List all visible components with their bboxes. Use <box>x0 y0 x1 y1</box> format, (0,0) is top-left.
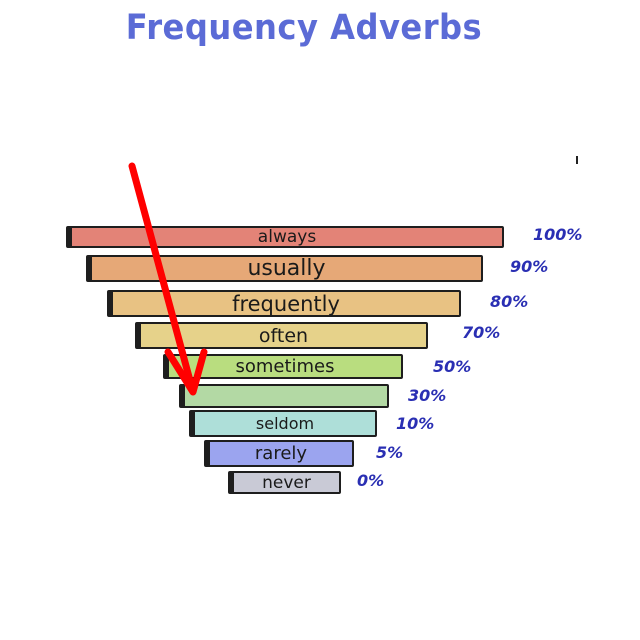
percent-sometimes: 50% <box>433 357 472 376</box>
bar-always: always <box>66 226 504 248</box>
bar-label-usually: usually <box>247 256 326 281</box>
arrow-shaft <box>128 162 196 392</box>
bar-often: often <box>135 322 428 349</box>
percent-blank-30: 30% <box>408 386 447 405</box>
percent-rarely: 5% <box>376 443 404 462</box>
bar-label-sometimes: sometimes <box>235 356 335 377</box>
bar-label-always: always <box>257 227 317 247</box>
bar-label-seldom: seldom <box>255 414 315 433</box>
stray-tick-mark <box>576 156 578 164</box>
bar-label-rarely: rarely <box>254 443 308 464</box>
bar-seldom: seldom <box>189 410 377 437</box>
percent-usually: 90% <box>510 257 549 276</box>
bar-label-never: never <box>262 472 311 493</box>
percent-frequently: 80% <box>490 292 529 311</box>
bar-never: never <box>228 471 341 494</box>
arrow-head <box>164 348 208 396</box>
bar-blank-30 <box>179 384 389 408</box>
bar-label-frequently: frequently <box>232 291 340 316</box>
percent-always: 100% <box>533 225 583 244</box>
bar-label-often: often <box>258 324 309 347</box>
percent-seldom: 10% <box>396 414 435 433</box>
bar-rarely: rarely <box>204 440 354 467</box>
percent-never: 0% <box>357 471 385 490</box>
percent-often: 70% <box>462 323 501 342</box>
bar-usually: usually <box>86 255 483 282</box>
diagram-title: Frequency Adverbs <box>125 8 483 48</box>
